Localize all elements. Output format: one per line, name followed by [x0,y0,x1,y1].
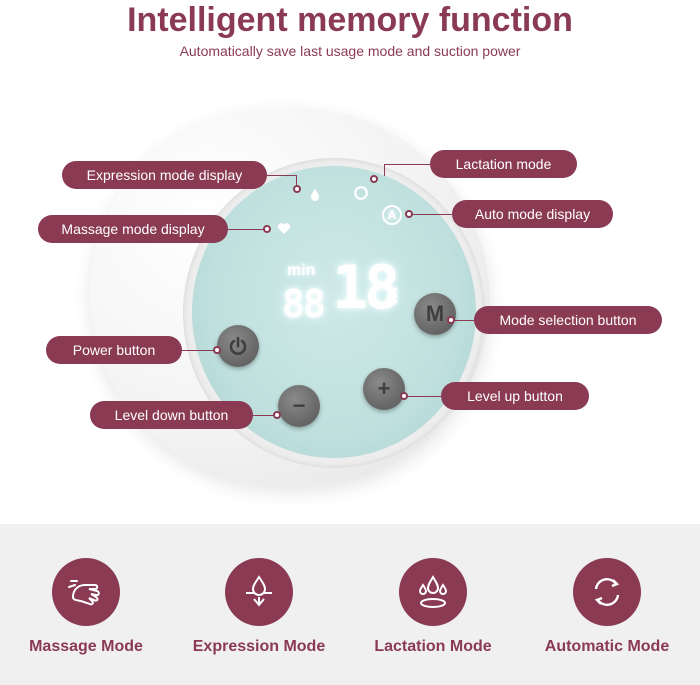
callout-lactation-mode: Lactation mode [430,150,577,178]
callout-line [384,164,385,176]
callout-mode-selection-button: Mode selection button [474,306,662,334]
callout-line [452,320,474,321]
mode-label-expression: Expression Mode [192,638,326,655]
callout-auto-mode-display: Auto mode display [452,200,613,228]
callout-level-up-button: Level up button [441,382,589,410]
massage-mode-icon [275,219,293,237]
mode-label-lactation: Lactation Mode [374,638,492,655]
power-button[interactable] [217,325,259,367]
callout-line [228,229,264,230]
page-subtitle: Automatically save last usage mode and s… [179,43,521,59]
callout-dot [405,210,413,218]
callout-line [182,350,216,351]
auto-mode-icon: A [382,205,402,225]
callout-dot [273,411,281,419]
callout-line [412,214,452,215]
level-down-button[interactable]: − [278,385,320,427]
callout-dot [370,175,378,183]
massage-hand-icon [52,558,120,626]
mode-label-automatic: Automatic Mode [544,638,670,655]
lactation-drops-icon [399,558,467,626]
level-up-button[interactable]: + [363,368,405,410]
callout-dot [447,316,455,324]
callout-line [405,396,441,397]
power-icon [229,336,247,355]
callout-level-down-button: Level down button [90,401,253,429]
callout-dot [213,346,221,354]
callout-line [253,415,277,416]
page-title: Intelligent memory function [127,1,573,39]
callout-massage-mode-display: Massage mode display [38,215,228,243]
callout-line [384,164,430,165]
callout-dot [293,185,301,193]
mode-selection-button[interactable]: M [414,293,456,335]
callout-line [267,175,297,176]
auto-cycle-icon [573,558,641,626]
callout-expression-mode-display: Expression mode display [62,161,267,189]
lcd-time-unit: min [287,262,316,279]
callout-dot [400,392,408,400]
lcd-level: 88 [282,282,326,326]
expression-mode-icon [306,186,324,204]
lcd-level-bars [387,288,397,306]
lactation-mode-icon [352,184,370,202]
mode-label-massage: Massage Mode [29,638,143,655]
callout-dot [263,225,271,233]
callout-power-button: Power button [46,336,182,364]
expression-drops-icon [225,558,293,626]
callout-line [296,175,297,187]
